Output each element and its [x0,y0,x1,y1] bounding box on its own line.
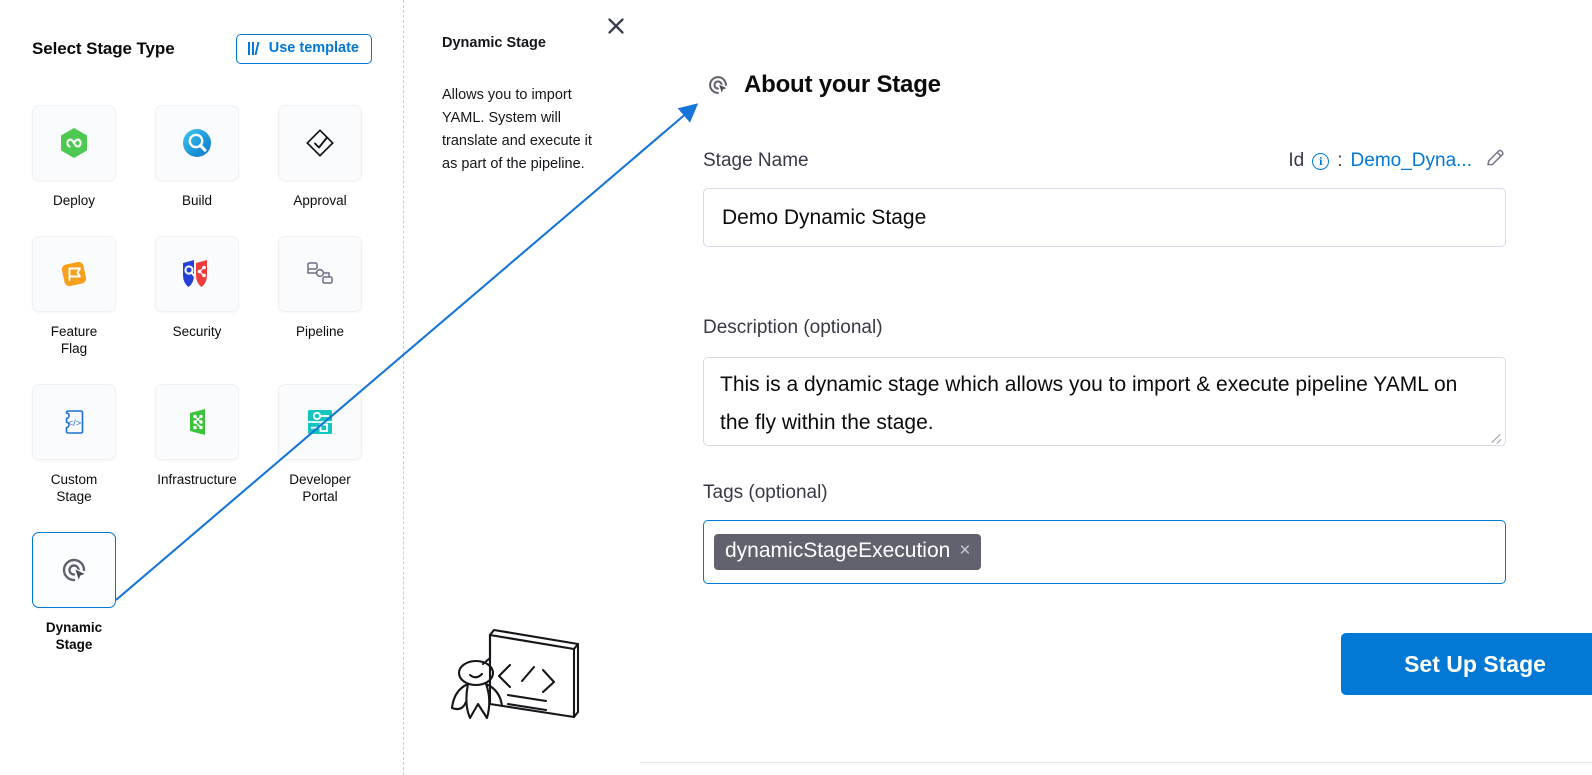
stage-tile-build[interactable] [155,105,239,181]
svg-text:</>: </> [68,418,82,429]
tag-chip-label: dynamicStageExecution [725,538,951,562]
stage-tile-feature-flag[interactable] [32,235,116,312]
security-shields-icon [183,259,207,287]
id-label: Id [1288,150,1305,171]
stage-tile-dynamic-stage[interactable] [32,531,116,608]
stage-type-deploy[interactable]: Deploy [32,105,116,210]
close-icon[interactable] [604,14,628,38]
info-icon[interactable]: i [1312,152,1330,170]
stage-label-deploy: Deploy [52,193,96,208]
tags-input[interactable]: dynamicStageExecution × [703,520,1506,584]
stage-type-security[interactable]: Security [155,235,239,358]
use-template-label: Use template [268,40,359,56]
stage-tile-deploy[interactable] [32,105,116,181]
about-title: About your Stage [744,71,941,98]
about-your-stage-panel: About your Stage Stage Name Id i : Demo_… [640,0,1592,775]
stage-label-pipeline: Pipeline [295,323,345,339]
stage-tile-pipeline[interactable] [278,235,362,312]
description-input[interactable] [703,357,1506,446]
dynamic-stage-cursor-icon [62,558,87,582]
select-stage-type-panel: Select Stage Type Use template Deploy [0,0,404,775]
approval-checkmark-icon [306,129,334,157]
tag-chip: dynamicStageExecution × [714,533,982,571]
id-separator: : [1337,150,1343,171]
dynamic-stage-cursor-icon [709,76,728,95]
custom-stage-code-icon: </> [65,409,84,434]
build-magnifier-icon [183,129,211,157]
pencil-edit-icon[interactable] [1484,147,1506,175]
stage-type-custom-stage[interactable]: </> Custom Stage [32,383,116,506]
about-header: About your Stage [703,70,941,100]
stage-tile-custom-stage[interactable]: </> [32,383,116,460]
set-up-stage-button[interactable]: Set Up Stage [1341,633,1592,695]
stage-type-build[interactable]: Build [155,105,239,210]
stage-type-grid: Deploy Build [32,105,372,680]
tag-remove-icon[interactable]: × [959,540,971,562]
presenting-person-illustration [446,618,586,723]
stage-info-title: Dynamic Stage [442,35,546,51]
description-label: Description (optional) [703,317,883,338]
stage-label-custom-stage: Custom Stage [50,471,98,505]
footer-divider [640,762,1592,763]
stage-name-label: Stage Name [703,150,809,171]
stage-label-security: Security [172,323,222,339]
stage-info-description: Allows you to import YAML. System will t… [442,87,592,172]
stage-type-dynamic-stage[interactable]: Dynamic Stage [32,531,116,654]
stage-type-approval[interactable]: Approval [278,105,362,210]
use-template-button[interactable]: Use template [235,34,372,65]
stage-tile-security[interactable] [155,235,239,312]
stage-id-group: Id i : Demo_Dyna... [1288,147,1506,175]
stage-name-input[interactable] [703,188,1506,247]
stage-tile-infrastructure[interactable] [155,383,239,460]
stage-tile-approval[interactable] [278,105,362,181]
pipeline-nodes-icon [307,261,333,284]
description-field-wrapper [703,357,1506,446]
stage-label-dynamic-stage: Dynamic Stage [45,619,103,653]
stage-label-developer-portal: Developer Portal [289,471,351,505]
stage-tile-developer-portal[interactable] [278,383,362,460]
template-bars-icon [247,42,262,56]
stage-label-feature-flag: Feature Flag [50,323,98,357]
stage-type-pipeline[interactable]: Pipeline [278,235,362,358]
developer-portal-icon [308,409,332,434]
stage-label-infrastructure: Infrastructure [157,471,237,487]
page-title: Select Stage Type [32,39,175,59]
textarea-resize-handle[interactable] [1490,430,1502,442]
infrastructure-icon [190,408,205,435]
stage-id-value[interactable]: Demo_Dyna... [1350,150,1472,171]
stage-name-label-row: Stage Name Id i : Demo_Dyna... [703,147,1506,175]
deploy-hexagon-icon [61,128,87,158]
stage-type-infrastructure[interactable]: Infrastructure [155,383,239,506]
stage-label-approval: Approval [293,193,347,208]
left-panel-header: Select Stage Type Use template [32,34,372,65]
feature-flag-icon [61,261,87,286]
stage-type-developer-portal[interactable]: Developer Portal [278,383,362,506]
stage-type-feature-flag[interactable]: Feature Flag [32,235,116,358]
tags-label: Tags (optional) [703,482,828,503]
stage-label-build: Build [181,193,213,208]
